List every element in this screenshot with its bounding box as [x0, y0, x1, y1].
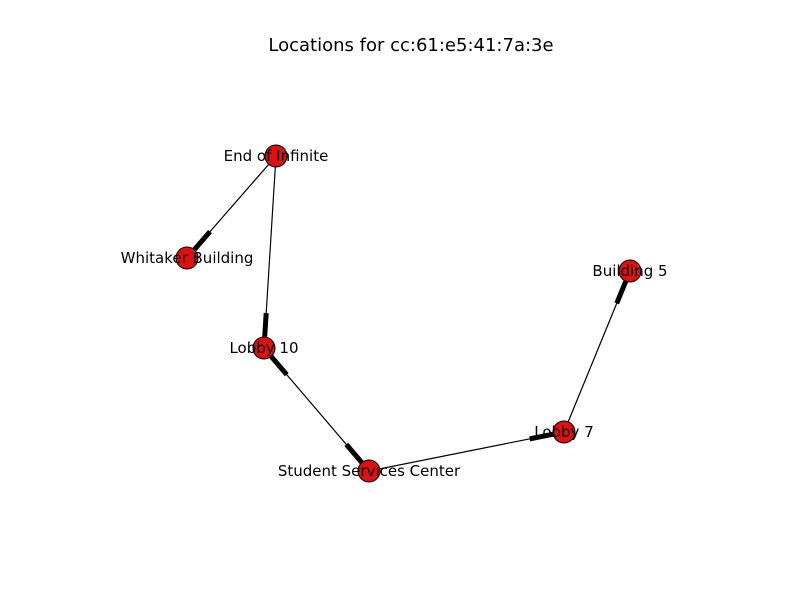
node-label-lobby-7: Lobby 7	[534, 423, 594, 441]
edge-lobby-7-to-building-5-arrowhead	[614, 280, 629, 305]
edge-student-services-center-to-lobby-7-arrowhead	[529, 431, 554, 442]
node-end-of-infinite	[264, 144, 288, 168]
node-label-end-of-infinite: End of Infinite	[224, 147, 329, 165]
edge-lobby-10-to-student-services-center-arrowhead	[344, 442, 364, 465]
edge-end-of-infinite-to-whitaker-building	[186, 155, 277, 259]
edge-end-of-infinite-to-lobby-10	[262, 155, 277, 349]
node-label-lobby-10: Lobby 10	[229, 339, 298, 357]
node-whitaker-building	[175, 246, 199, 270]
node-lobby-10	[252, 336, 276, 360]
edge-lobby-10-to-student-services-center-reverse-arrowhead	[269, 354, 289, 377]
edge-end-of-infinite-to-lobby-10-arrowhead	[262, 312, 269, 338]
edges-layer	[186, 155, 631, 472]
nodes-layer	[175, 144, 642, 483]
node-building-5	[618, 259, 642, 283]
graph-title: Locations for cc:61:e5:41:7a:3e	[268, 35, 554, 56]
node-label-building-5: Building 5	[592, 262, 667, 280]
node-student-services-center	[357, 459, 381, 483]
node-lobby-7	[552, 420, 576, 444]
edge-end-of-infinite-to-whitaker-building-arrowhead	[192, 229, 212, 252]
node-label-student-services-center: Student Services Center	[278, 462, 461, 480]
node-label-whitaker-building: Whitaker Building	[121, 249, 254, 267]
edge-student-services-center-to-lobby-7	[368, 431, 565, 472]
edge-lobby-7-to-building-5	[563, 270, 631, 433]
edge-lobby-10-to-student-services-center	[263, 347, 370, 472]
